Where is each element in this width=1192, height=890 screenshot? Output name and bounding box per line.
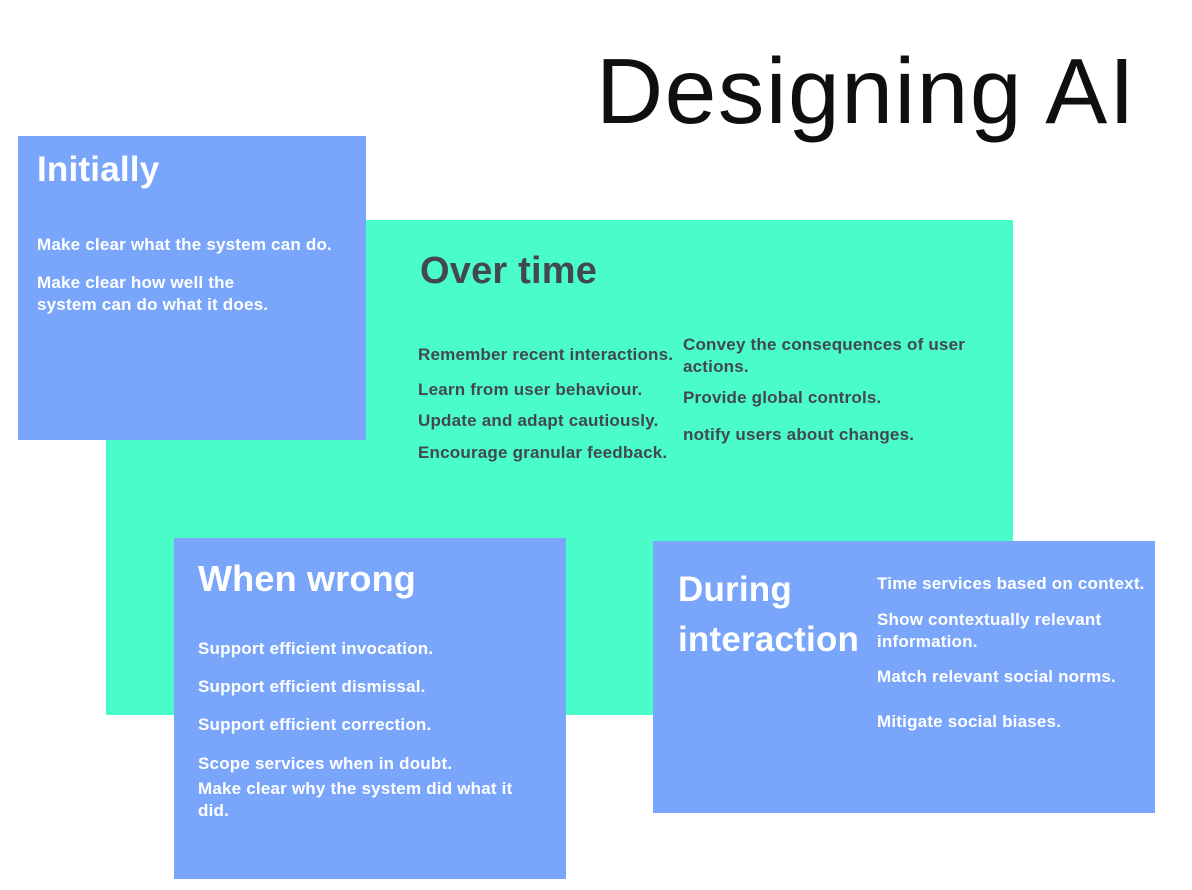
when-wrong-guideline: Support efficient invocation. — [198, 639, 434, 658]
when-wrong-guideline: Support efficient dismissal. — [198, 677, 426, 696]
initially-guideline: Make clear how well the system can do wh… — [37, 273, 269, 314]
when-wrong-guideline: Scope services when in doubt. — [198, 754, 453, 773]
panel-initially-title: Initially — [37, 150, 160, 189]
panel-during-interaction-title: During interaction — [678, 565, 859, 665]
over-time-guideline: Provide global controls. — [683, 388, 882, 407]
over-time-guideline: Learn from user behaviour. — [418, 380, 643, 399]
during-interaction-guideline: Show contextually relevant information. — [877, 610, 1102, 651]
initially-guideline: Make clear what the system can do. — [37, 235, 332, 254]
during-interaction-guideline: Time services based on context. — [877, 574, 1145, 593]
panel-when-wrong: When wrong Support efficient invocation.… — [174, 538, 566, 879]
during-interaction-guideline: Match relevant social norms. — [877, 667, 1116, 686]
during-interaction-guideline: Mitigate social biases. — [877, 712, 1062, 731]
when-wrong-guideline: Make clear why the system did what it di… — [198, 779, 513, 820]
when-wrong-guideline: Support efficient correction. — [198, 715, 432, 734]
over-time-guideline: Convey the consequences of user actions. — [683, 335, 966, 376]
panel-initially: Initially Make clear what the system can… — [18, 136, 366, 440]
over-time-guideline: Remember recent interactions. — [418, 345, 674, 364]
panel-during-interaction: During interaction Time services based o… — [653, 541, 1155, 813]
panel-when-wrong-title: When wrong — [198, 558, 416, 599]
during-interaction-title-line1: During — [678, 570, 792, 609]
over-time-guideline: Update and adapt cautiously. — [418, 411, 659, 430]
over-time-guideline: Encourage granular feedback. — [418, 443, 668, 462]
panel-over-time-title: Over time — [420, 250, 598, 292]
during-interaction-title-line2: interaction — [678, 620, 860, 659]
page-title: Designing AI — [596, 39, 1137, 143]
over-time-guideline: notify users about changes. — [683, 425, 915, 444]
